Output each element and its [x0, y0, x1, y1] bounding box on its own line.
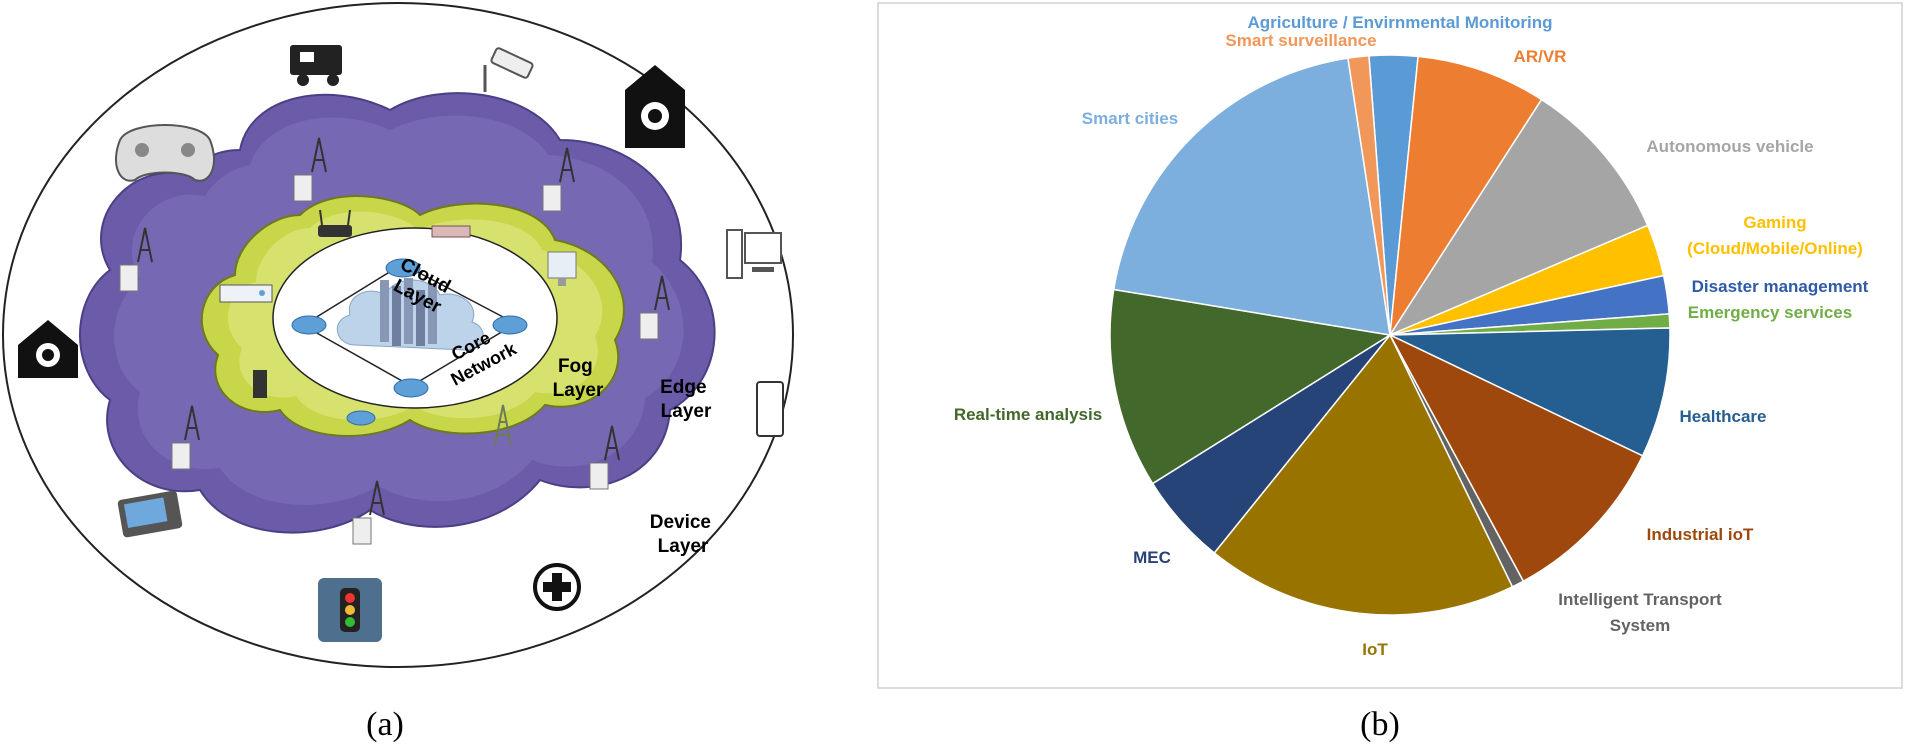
monitor-icon — [547, 251, 577, 286]
pie-label-emergency-services: Emergency services — [1688, 303, 1852, 322]
desktop-computer-icon — [726, 229, 782, 279]
pie-label-industrial-iot: Industrial ioT — [1647, 525, 1754, 544]
antenna-tower-icon — [494, 404, 512, 446]
pie-slice-real-time-analysis — [1109, 288, 1393, 485]
handheld-computer-icon — [117, 490, 183, 538]
pie-label-mec: MEC — [1133, 548, 1171, 567]
panel-a: Cloud Layer Core Network Fog Layer Edge … — [2, 2, 794, 743]
pie-slice-ar-vr — [1389, 55, 1543, 336]
router-icon — [291, 258, 528, 426]
pie-slice-autonomous-vehicle — [1388, 98, 1649, 337]
edge-layer-label: Edge Layer — [660, 377, 712, 422]
traffic-light-icon — [318, 578, 382, 642]
pie-slice-healthcare — [1389, 327, 1671, 457]
pie-labels: Agriculture / Envirnmental MonitoringAR/… — [954, 13, 1869, 659]
pc-tower-icon — [253, 370, 267, 398]
modem-icon — [431, 225, 471, 238]
pie-label-disaster-management: Disaster management — [1692, 277, 1869, 296]
pie-slice-smart-cities — [1112, 57, 1391, 336]
pie-label-smart-surveillance: Smart surveillance — [1225, 31, 1376, 50]
pie-label-healthcare: Healthcare — [1680, 407, 1767, 426]
core-router-links — [314, 267, 506, 383]
switch-icon — [219, 284, 273, 303]
pie-label-ar-vr: AR/VR — [1514, 47, 1567, 66]
pie-label-iot: IoT — [1362, 640, 1388, 659]
server-rack-icon — [380, 278, 437, 346]
pie-label-agriculture-envirnmental-monitoring: Agriculture / Envirnmental Monitoring — [1247, 13, 1552, 32]
pie-label-autonomous-vehicle: Autonomous vehicle — [1646, 137, 1813, 156]
smart-home-icon — [625, 65, 685, 148]
smart-home-icon — [18, 320, 78, 378]
game-controller-icon — [115, 124, 215, 182]
pie-slice-smart-surveillance — [1347, 54, 1391, 336]
edge-tower-icon — [137, 137, 670, 516]
camper-van-icon — [290, 45, 342, 86]
pie-chart — [1109, 54, 1671, 616]
pie-label-real-time-analysis: Real-time analysis — [954, 405, 1102, 424]
medical-cross-icon — [533, 563, 581, 611]
smartphone-icon — [756, 381, 784, 437]
panel-a-caption: (a) — [366, 706, 404, 743]
cctv-camera-icon — [483, 47, 534, 92]
device-layer-label: Device Layer — [650, 512, 717, 557]
pie-label-gaming-cloud-mobile-online: Gaming(Cloud/Mobile/Online) — [1687, 213, 1863, 258]
pie-slice-iot — [1213, 333, 1514, 616]
panel-b: Agriculture / Envirnmental MonitoringAR/… — [877, 2, 1903, 743]
wifi-router-icon — [318, 209, 352, 237]
fog-layer-label: Fog Layer — [553, 356, 604, 401]
panel-b-caption: (b) — [1360, 706, 1400, 743]
pie-slice-industrial-iot — [1388, 333, 1644, 583]
pie-label-smart-cities: Smart cities — [1082, 109, 1178, 128]
edge-server-icon — [119, 174, 659, 545]
